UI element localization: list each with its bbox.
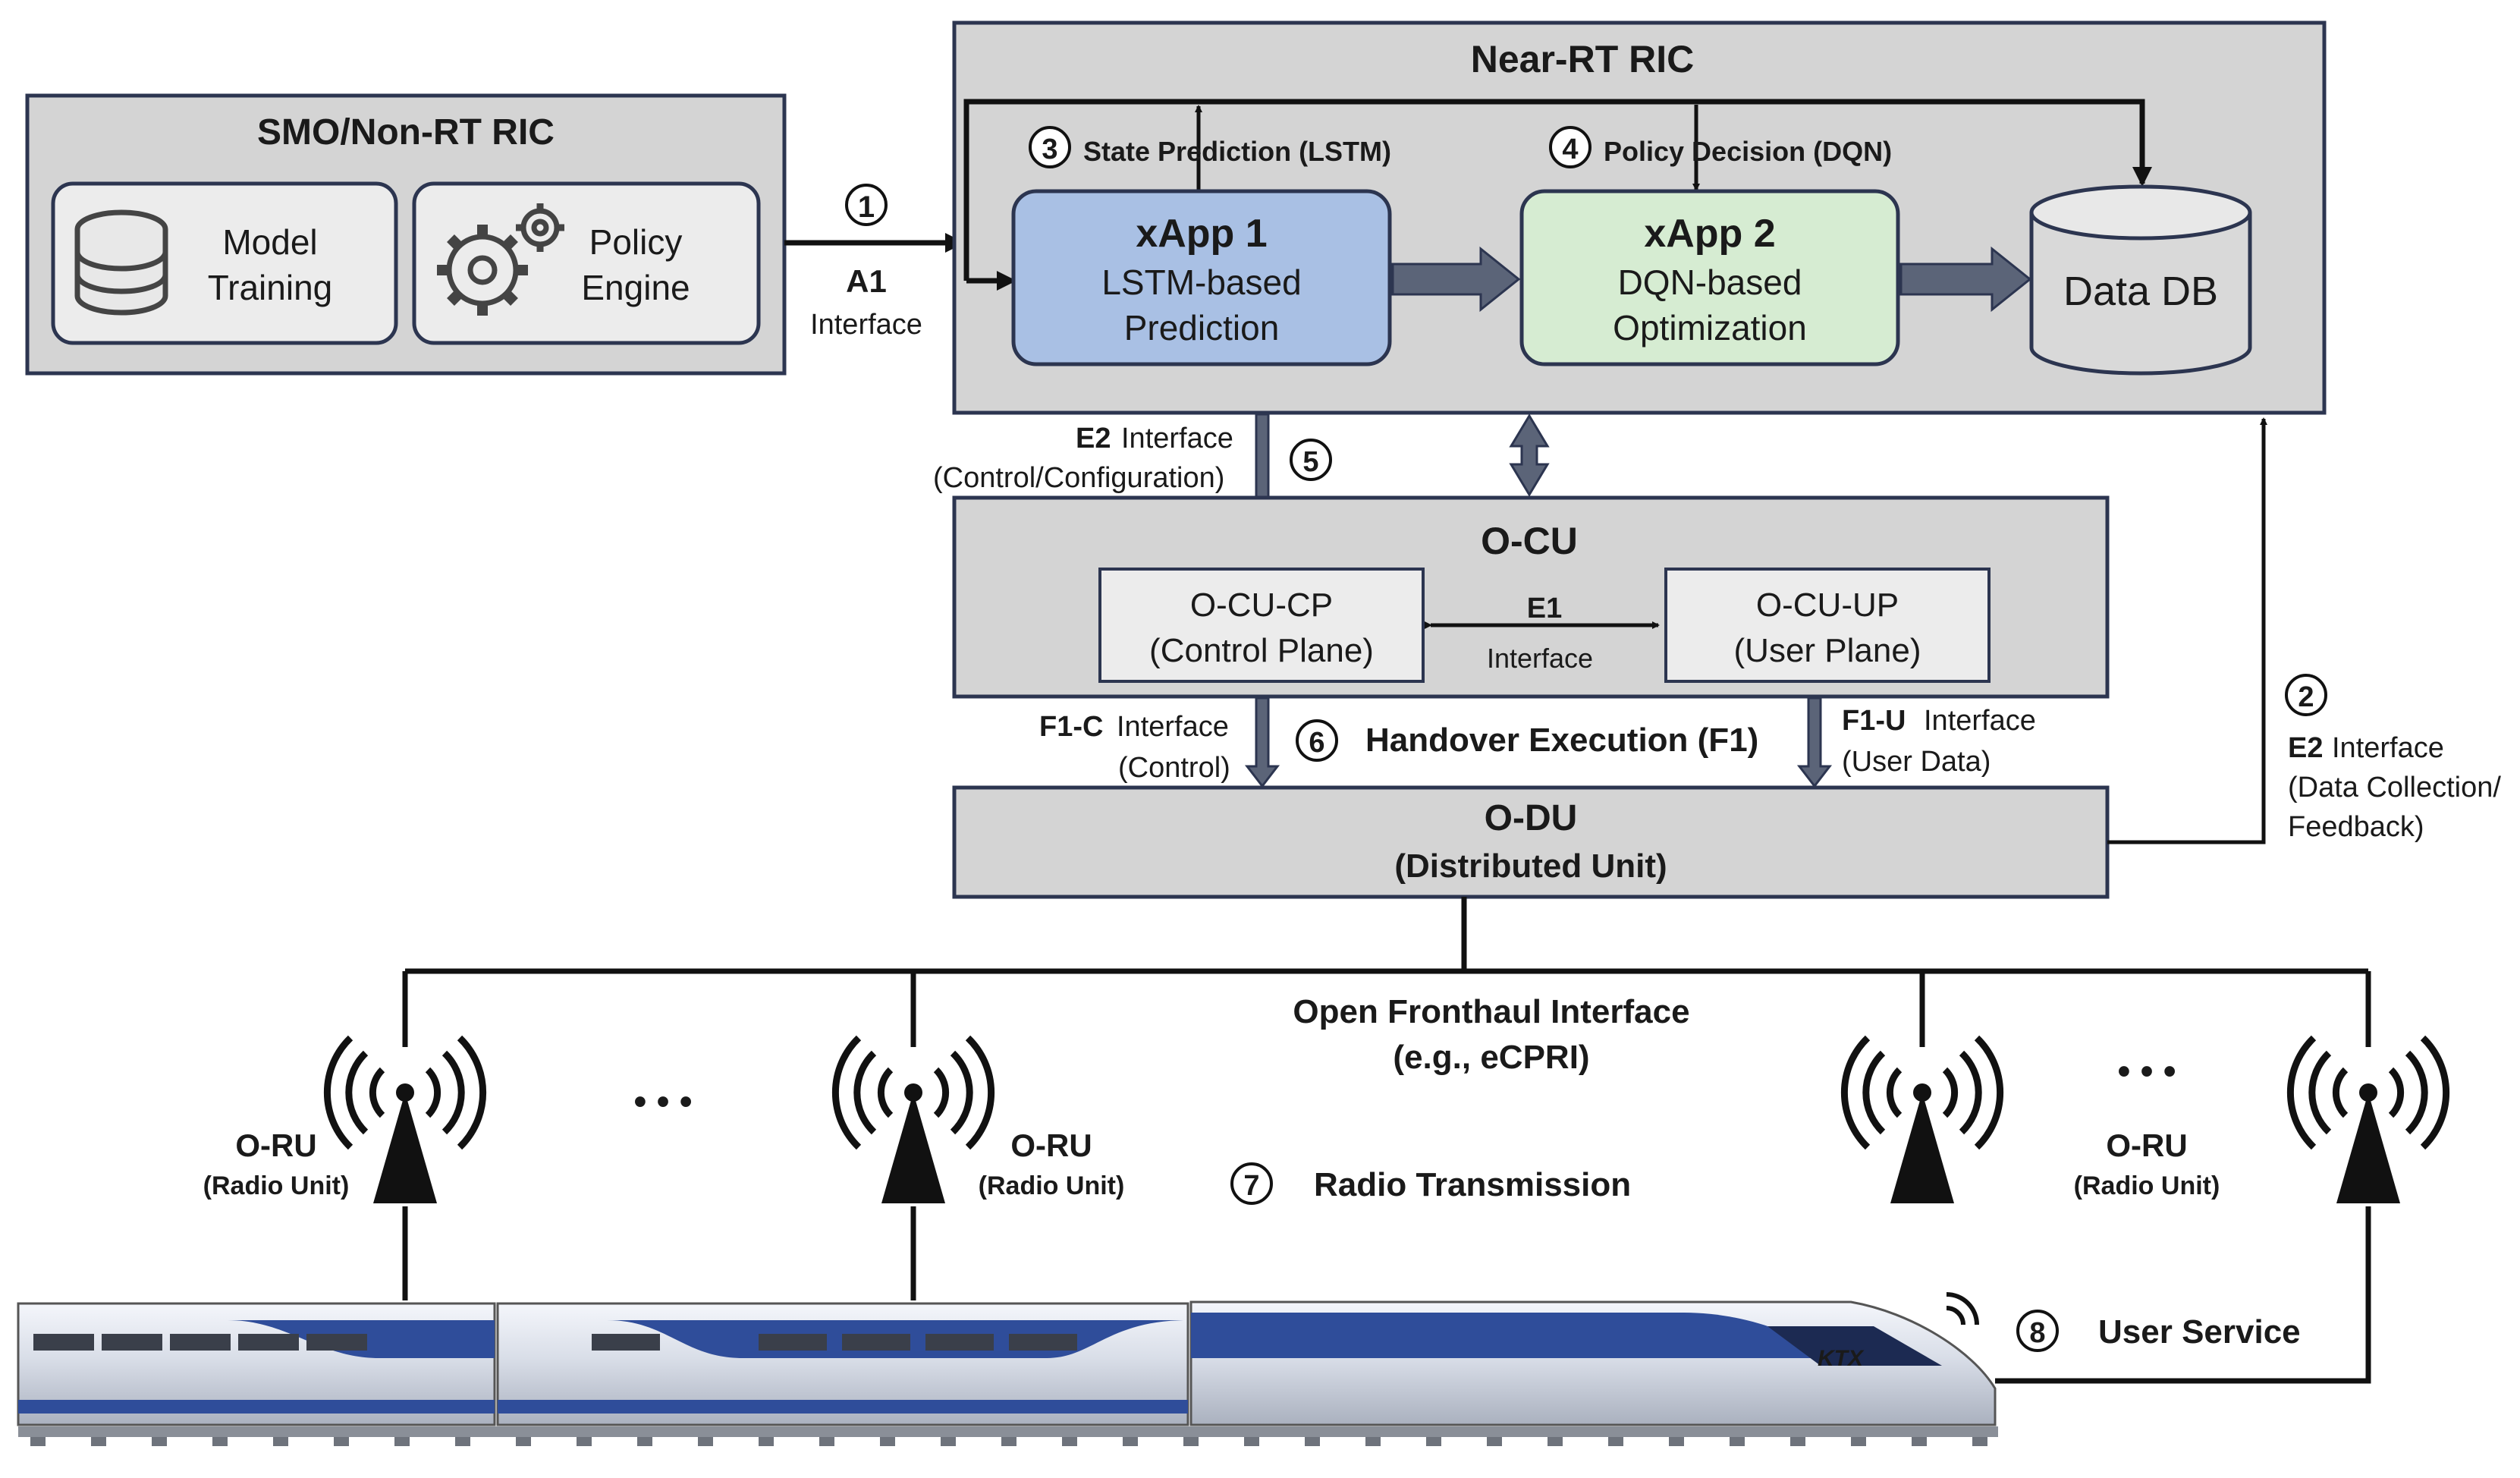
e2-data-sub1: (Data Collection/ — [2288, 772, 2501, 803]
e2-data-sub2: Feedback) — [2288, 811, 2424, 843]
ocu-cp-line1: O-CU-CP — [1190, 586, 1333, 624]
gears-icon — [437, 203, 564, 316]
step8-label: User Service — [2098, 1313, 2301, 1351]
model-training-label-1: Model — [222, 222, 317, 262]
oru-sub-3: (Radio Unit) — [2074, 1171, 2220, 1200]
ellipsis-right: • • • — [2117, 1052, 2176, 1092]
step8-number: 8 — [2029, 1317, 2045, 1349]
step3-label: State Prediction (LSTM) — [1083, 136, 1391, 167]
xapp1-title: xApp 1 — [1136, 212, 1267, 256]
e2-control-label: Interface — [1121, 423, 1233, 454]
e1-name: E1 — [1527, 593, 1562, 624]
odu-panel: O-DU (Distributed Unit) — [952, 785, 2110, 899]
e2-data-name: E2 — [2288, 732, 2323, 764]
xapp2-to-db-arrow — [1899, 246, 2032, 313]
oru-title-1: O-RU — [235, 1127, 316, 1163]
xapp2-line2: Optimization — [1613, 308, 1807, 347]
smo-title: SMO/Non-RT RIC — [257, 112, 555, 153]
radio-links — [402, 1206, 2371, 1384]
f1c-interface: F1-C Interface (Control) — [1039, 697, 1280, 788]
xapp1-to-xapp2-arrow — [1391, 246, 1521, 313]
a1-step-number: 1 — [858, 190, 875, 224]
antenna-icon-1 — [323, 1035, 487, 1203]
f1u-label: Interface — [1924, 705, 2036, 737]
antenna-icon-2 — [831, 1035, 995, 1203]
ocu-cp-box — [1098, 568, 1425, 683]
step6-number: 6 — [1309, 727, 1324, 759]
f1c-label: Interface — [1117, 711, 1229, 743]
near-rt-ric-panel: Near-RT RIC 3 State Prediction (LSTM) 4 … — [952, 20, 2327, 415]
data-db-label: Data DB — [2063, 269, 2218, 314]
ktx-logo: KTX — [1818, 1346, 1865, 1371]
f1c-name: F1-C — [1039, 711, 1103, 743]
a1-label: Interface — [810, 309, 922, 341]
antenna-icon-3 — [1840, 1035, 2004, 1203]
smo-panel: SMO/Non-RT RIC Model Training Pol — [25, 93, 787, 376]
ocu-up-line2: (User Plane) — [1734, 632, 1921, 669]
step2-number: 2 — [2298, 681, 2314, 713]
ellipsis-left: • • • — [633, 1082, 692, 1122]
ocu-up-line1: O-CU-UP — [1756, 586, 1899, 624]
f1u-sub: (User Data) — [1842, 746, 1991, 778]
step7-number: 7 — [1243, 1170, 1259, 1202]
model-training-box: Model Training — [51, 181, 398, 345]
xapp2-line1: DQN-based — [1618, 263, 1802, 302]
ktx-train-image: KTX — [17, 1292, 1998, 1446]
xapp2-title: xApp 2 — [1644, 212, 1775, 256]
fronthaul-bus — [402, 897, 2371, 1047]
xapp2-box: xApp 2 DQN-based Optimization — [1519, 189, 1900, 366]
ocu-up-box — [1664, 568, 1991, 683]
e2-data-interface: 2 E2 Interface (Data Collection/ Feedbac… — [2107, 417, 2501, 844]
step4-number: 4 — [1562, 134, 1578, 165]
a1-name: A1 — [846, 263, 887, 299]
f1c-sub: (Control) — [1118, 752, 1230, 784]
e1-label: Interface — [1487, 643, 1593, 674]
ocu-cp-line2: (Control Plane) — [1149, 632, 1374, 669]
odu-title: O-DU — [1485, 798, 1578, 838]
policy-engine-box: Policy Engine — [412, 181, 761, 345]
step6-label: Handover Execution (F1) — [1365, 722, 1758, 759]
step7-label: Radio Transmission — [1314, 1166, 1631, 1203]
oru-title-3: O-RU — [2106, 1127, 2187, 1163]
ocu-title: O-CU — [1481, 520, 1578, 562]
model-training-label-2: Training — [208, 268, 332, 307]
a1-interface: 1 A1 Interface — [784, 184, 965, 341]
policy-engine-label-2: Engine — [581, 268, 690, 307]
odu-subtitle: (Distributed Unit) — [1394, 847, 1667, 885]
xapp1-line2: Prediction — [1124, 308, 1280, 347]
e2-control-interface: E2 Interface (Control/Configuration) 5 — [933, 413, 1332, 561]
data-db-cylinder: Data DB — [2029, 184, 2252, 376]
policy-engine-label-1: Policy — [589, 222, 683, 262]
near-rt-ric-title: Near-RT RIC — [1471, 38, 1694, 80]
oru-title-2: O-RU — [1010, 1127, 1092, 1163]
f1u-name: F1-U — [1842, 705, 1906, 737]
xapp1-box: xApp 1 LSTM-based Prediction — [1011, 189, 1392, 366]
xapp1-line1: LSTM-based — [1101, 263, 1301, 302]
feedback-loop-line — [963, 99, 2152, 281]
database-icon — [74, 209, 168, 316]
e2-control-name: E2 — [1076, 423, 1111, 454]
f1u-interface: F1-U Interface (User Data) — [1796, 697, 2036, 788]
e2-data-label: Interface — [2332, 732, 2444, 764]
e2-control-sub: (Control/Configuration) — [933, 462, 1224, 494]
step5-number: 5 — [1302, 446, 1318, 478]
step3-number: 3 — [1042, 134, 1057, 165]
fronthaul-line2: (e.g., eCPRI) — [1393, 1039, 1589, 1076]
oru-sub-2: (Radio Unit) — [979, 1171, 1125, 1200]
ocu-panel: O-CU O-CU-CP (Control Plane) O-CU-UP (Us… — [952, 495, 2110, 699]
oru-sub-1: (Radio Unit) — [203, 1171, 350, 1200]
fronthaul-line1: Open Fronthaul Interface — [1293, 993, 1689, 1030]
antenna-icon-4 — [2286, 1035, 2450, 1203]
step4-label: Policy Decision (DQN) — [1604, 136, 1892, 167]
ric-ocu-bidirectional-arrow — [1509, 414, 1550, 497]
